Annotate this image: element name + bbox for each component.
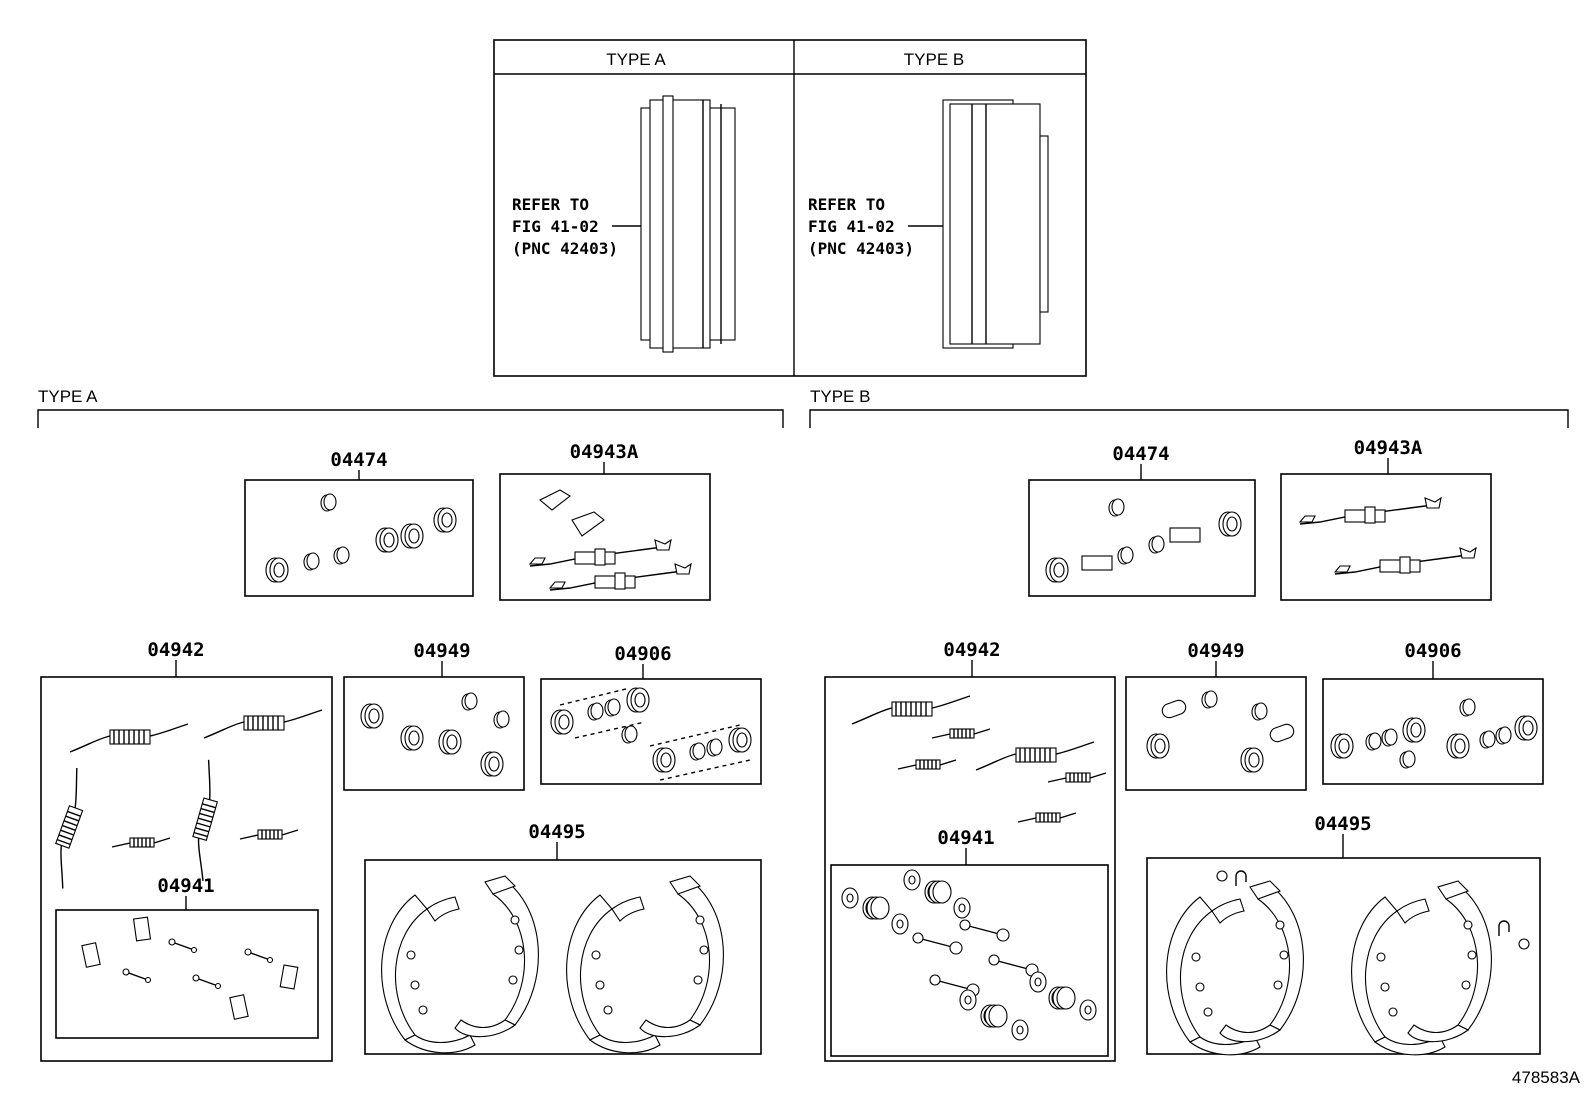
drum-type-b-ref-line3: (PNC 42403) xyxy=(808,239,914,258)
type-b-kit-04949: 04949 xyxy=(1125,640,1307,791)
type-b-kit-04495: 04495 xyxy=(1146,813,1541,1056)
type-a-04941-label: 04941 xyxy=(157,875,214,897)
type-b-kit-04474: 04474 xyxy=(1028,443,1256,597)
type-a-bracket xyxy=(37,409,784,428)
drum-type-a-ref-line2: FIG 41-02 xyxy=(512,217,599,236)
type-b-kit-04906: 04906 xyxy=(1322,640,1544,785)
drum-type-a-ref-line3: (PNC 42403) xyxy=(512,239,618,258)
type-a-kit-04943a: 04943A xyxy=(499,441,711,601)
type-a-kit-04949: 04949 xyxy=(343,640,525,791)
type-b-bracket xyxy=(809,409,1569,428)
drum-type-a-ref-line1: REFER TO xyxy=(512,195,589,214)
type-b-kit-04942: 04942 xyxy=(824,639,1116,1062)
type-a-label: TYPE A xyxy=(38,387,98,406)
type-b-04474-label: 04474 xyxy=(1112,443,1169,465)
type-a-04474-label: 04474 xyxy=(330,449,387,471)
drum-type-b-ref-line2: FIG 41-02 xyxy=(808,217,895,236)
type-b-04942-label: 04942 xyxy=(943,639,1000,661)
drum-type-b-ref-line1: REFER TO xyxy=(808,195,885,214)
drum-reference-panel: TYPE A TYPE B REFER TO FIG 41-02 (PNC 42… xyxy=(493,39,1087,377)
drum-panel-frame xyxy=(493,39,1087,377)
type-b-04495-label: 04495 xyxy=(1314,813,1371,835)
type-a-kit-04942: 04942 xyxy=(35,639,333,1062)
brake-drum-type-a xyxy=(612,95,736,353)
type-a-04949-label: 04949 xyxy=(413,640,470,662)
type-a-04943a-label: 04943A xyxy=(570,441,639,463)
type-b-kit-04941: 04941 xyxy=(830,827,1109,1057)
type-a-kit-04941: 04941 xyxy=(55,875,319,1039)
figure-id: 478583A xyxy=(1512,1068,1581,1087)
type-b-04941-label: 04941 xyxy=(937,827,994,849)
type-a-04906-label: 04906 xyxy=(614,643,671,665)
type-b-04943a-label: 04943A xyxy=(1354,437,1423,459)
type-a-kit-04495: 04495 xyxy=(364,821,762,1055)
type-b-kit-04943a: 04943A xyxy=(1280,437,1492,601)
type-b-04949-label: 04949 xyxy=(1187,640,1244,662)
type-a-group: TYPE A 04474 04943A 04942 xyxy=(35,387,784,1062)
drum-type-b-header: TYPE B xyxy=(904,50,964,69)
brake-drum-type-b xyxy=(908,99,1049,349)
type-a-kit-04906: 04906 xyxy=(540,643,762,785)
type-a-04942-label: 04942 xyxy=(147,639,204,661)
type-a-kit-04474: 04474 xyxy=(244,449,474,597)
type-b-04906-label: 04906 xyxy=(1404,640,1461,662)
drum-type-a-header: TYPE A xyxy=(606,50,666,69)
type-b-label: TYPE B xyxy=(810,387,870,406)
type-b-group: TYPE B 04474 04943A 04942 xyxy=(809,387,1569,1062)
type-a-04495-label: 04495 xyxy=(528,821,585,843)
